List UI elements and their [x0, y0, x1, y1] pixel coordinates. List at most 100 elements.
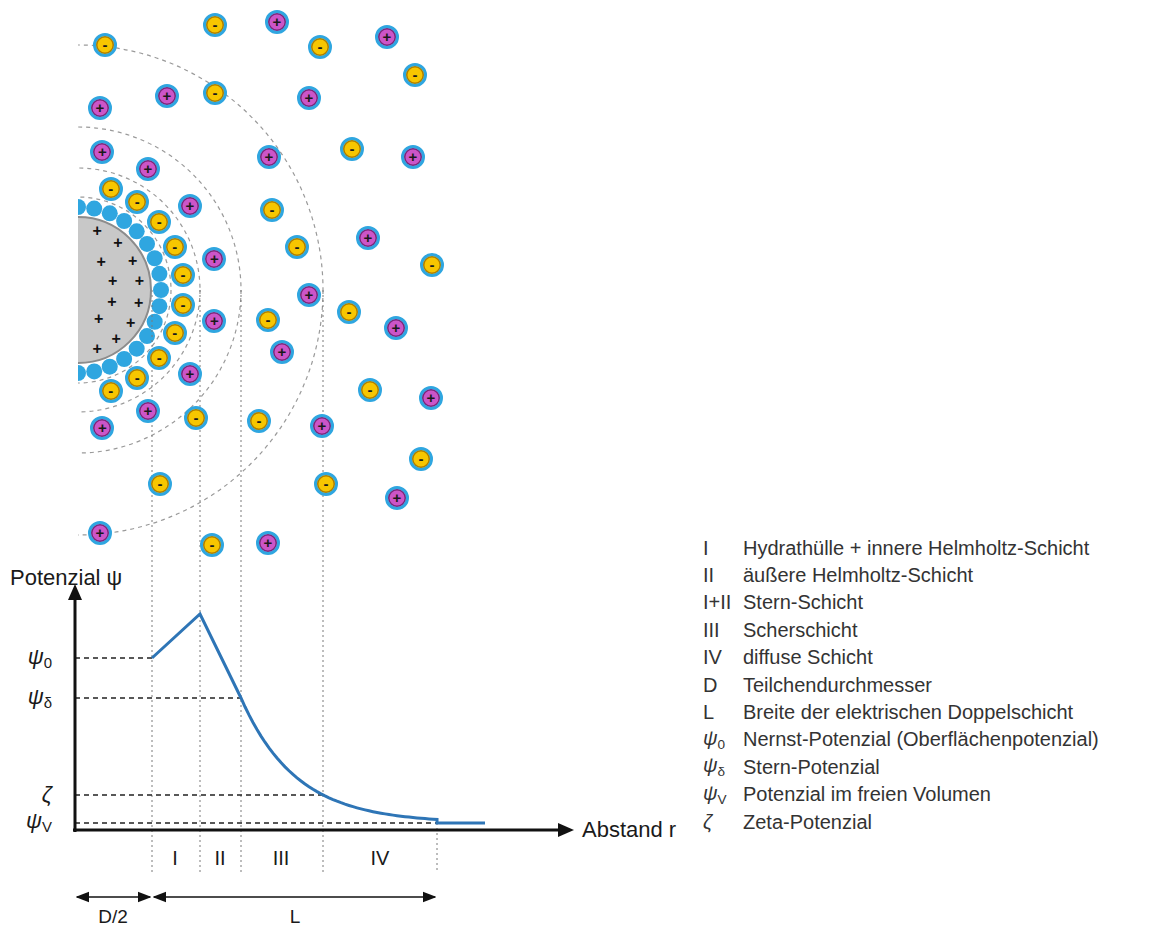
region-label: III [273, 847, 290, 870]
ion-charge: + [144, 161, 153, 176]
ion-charge: - [295, 239, 300, 254]
ion: + [90, 416, 114, 440]
ion: + [375, 25, 399, 49]
ion-charge: + [427, 390, 436, 405]
guide-line [152, 290, 153, 872]
level-line [75, 697, 241, 699]
ion: - [403, 63, 427, 87]
ion-charge: - [135, 194, 140, 209]
surface-charge: + [92, 223, 101, 239]
level-lines [75, 658, 437, 823]
surface-charge: + [135, 273, 144, 289]
ion-charge: - [210, 537, 215, 552]
ion: - [285, 235, 309, 259]
ion-charge: - [157, 214, 162, 229]
ion-charge: + [210, 251, 219, 266]
legend-text: Hydrathülle + innere Helmholtz-Schicht [743, 537, 1089, 560]
legend-symbol: ζ [703, 811, 712, 834]
ion-charge: - [172, 239, 177, 254]
ion-charge: - [194, 410, 199, 425]
ion: + [385, 486, 409, 510]
region-label: II [214, 847, 225, 870]
ion-charge: + [392, 320, 401, 335]
legend-text: Zeta-Potenzial [743, 811, 872, 834]
ion-charge: - [180, 267, 185, 282]
boundary-arc [78, 197, 171, 383]
legend-symbol: IV [703, 646, 722, 669]
ion: + [136, 157, 160, 181]
water-molecule [147, 314, 163, 330]
ion: - [247, 409, 271, 433]
ion: + [401, 145, 425, 169]
legend-text: Potenzial im freien Volumen [743, 783, 991, 806]
ion-charge: - [157, 350, 162, 365]
water-molecule [147, 250, 163, 266]
ion: - [420, 253, 444, 277]
ion-charge: + [393, 490, 402, 505]
water-molecule [78, 199, 86, 215]
ion: - [163, 235, 187, 259]
ion-charge: + [144, 403, 153, 418]
ion-charge: + [210, 313, 219, 328]
ion-charge: + [273, 14, 282, 29]
surface-charge: + [92, 341, 101, 357]
ion-charge: + [305, 90, 314, 105]
ion: - [171, 263, 195, 287]
legend-symbol: L [703, 701, 714, 724]
water-molecule [151, 266, 167, 282]
y-axis [74, 598, 77, 832]
ion-charge: + [265, 149, 274, 164]
surface-charge: + [111, 331, 120, 347]
water-molecule [116, 351, 132, 367]
guide-line [241, 290, 242, 872]
ion: - [409, 447, 433, 471]
ion: + [265, 10, 289, 34]
ion-charge: - [172, 325, 177, 340]
axis-arrowhead [558, 823, 574, 837]
surface-charge: + [108, 273, 117, 289]
ion-charge: - [180, 297, 185, 312]
ion-charge: - [213, 85, 218, 100]
ion: - [93, 33, 117, 57]
ion: + [202, 309, 226, 333]
ion-charge: + [318, 418, 327, 433]
surface-charge: + [126, 315, 135, 331]
ion-charge: + [185, 198, 194, 213]
dimension-arrow [154, 896, 435, 898]
legend-symbol: II [703, 564, 714, 587]
ion-charge: + [163, 88, 172, 103]
guide-line [323, 290, 324, 872]
ion: - [337, 300, 361, 324]
ion-charge: - [430, 257, 435, 272]
ion: - [171, 293, 195, 317]
ion: + [297, 283, 321, 307]
axis-title: Abstand r [582, 817, 676, 842]
ion: + [155, 84, 179, 108]
legend-text: Breite der elektrischen Doppelschicht [743, 701, 1073, 724]
ion-charge: + [409, 149, 418, 164]
ion-charge: - [347, 304, 352, 319]
ion: + [178, 194, 202, 218]
ion: - [99, 379, 123, 403]
ion: - [314, 472, 338, 496]
water-molecule [139, 328, 155, 344]
ion-charge: + [185, 366, 194, 381]
ion-charge: - [257, 413, 262, 428]
legend-text: Scherschicht [743, 619, 858, 642]
dimension-arrow [77, 896, 150, 898]
water-molecule [153, 282, 169, 298]
legend-text: Stern-Potenzial [743, 756, 880, 779]
water-molecule [129, 223, 145, 239]
water-molecule [86, 201, 102, 217]
legend-symbol: I [703, 537, 709, 560]
ion: - [340, 137, 364, 161]
ion: + [419, 386, 443, 410]
dimension-label: L [290, 906, 301, 928]
ion-charge: - [213, 17, 218, 32]
level-line [75, 657, 152, 659]
axis-tick-label: ψV [26, 808, 52, 836]
axis-title: Potenzial ψ [10, 565, 122, 590]
surface-charge: + [96, 254, 105, 270]
level-line [75, 794, 323, 796]
ion-charge: - [368, 382, 373, 397]
